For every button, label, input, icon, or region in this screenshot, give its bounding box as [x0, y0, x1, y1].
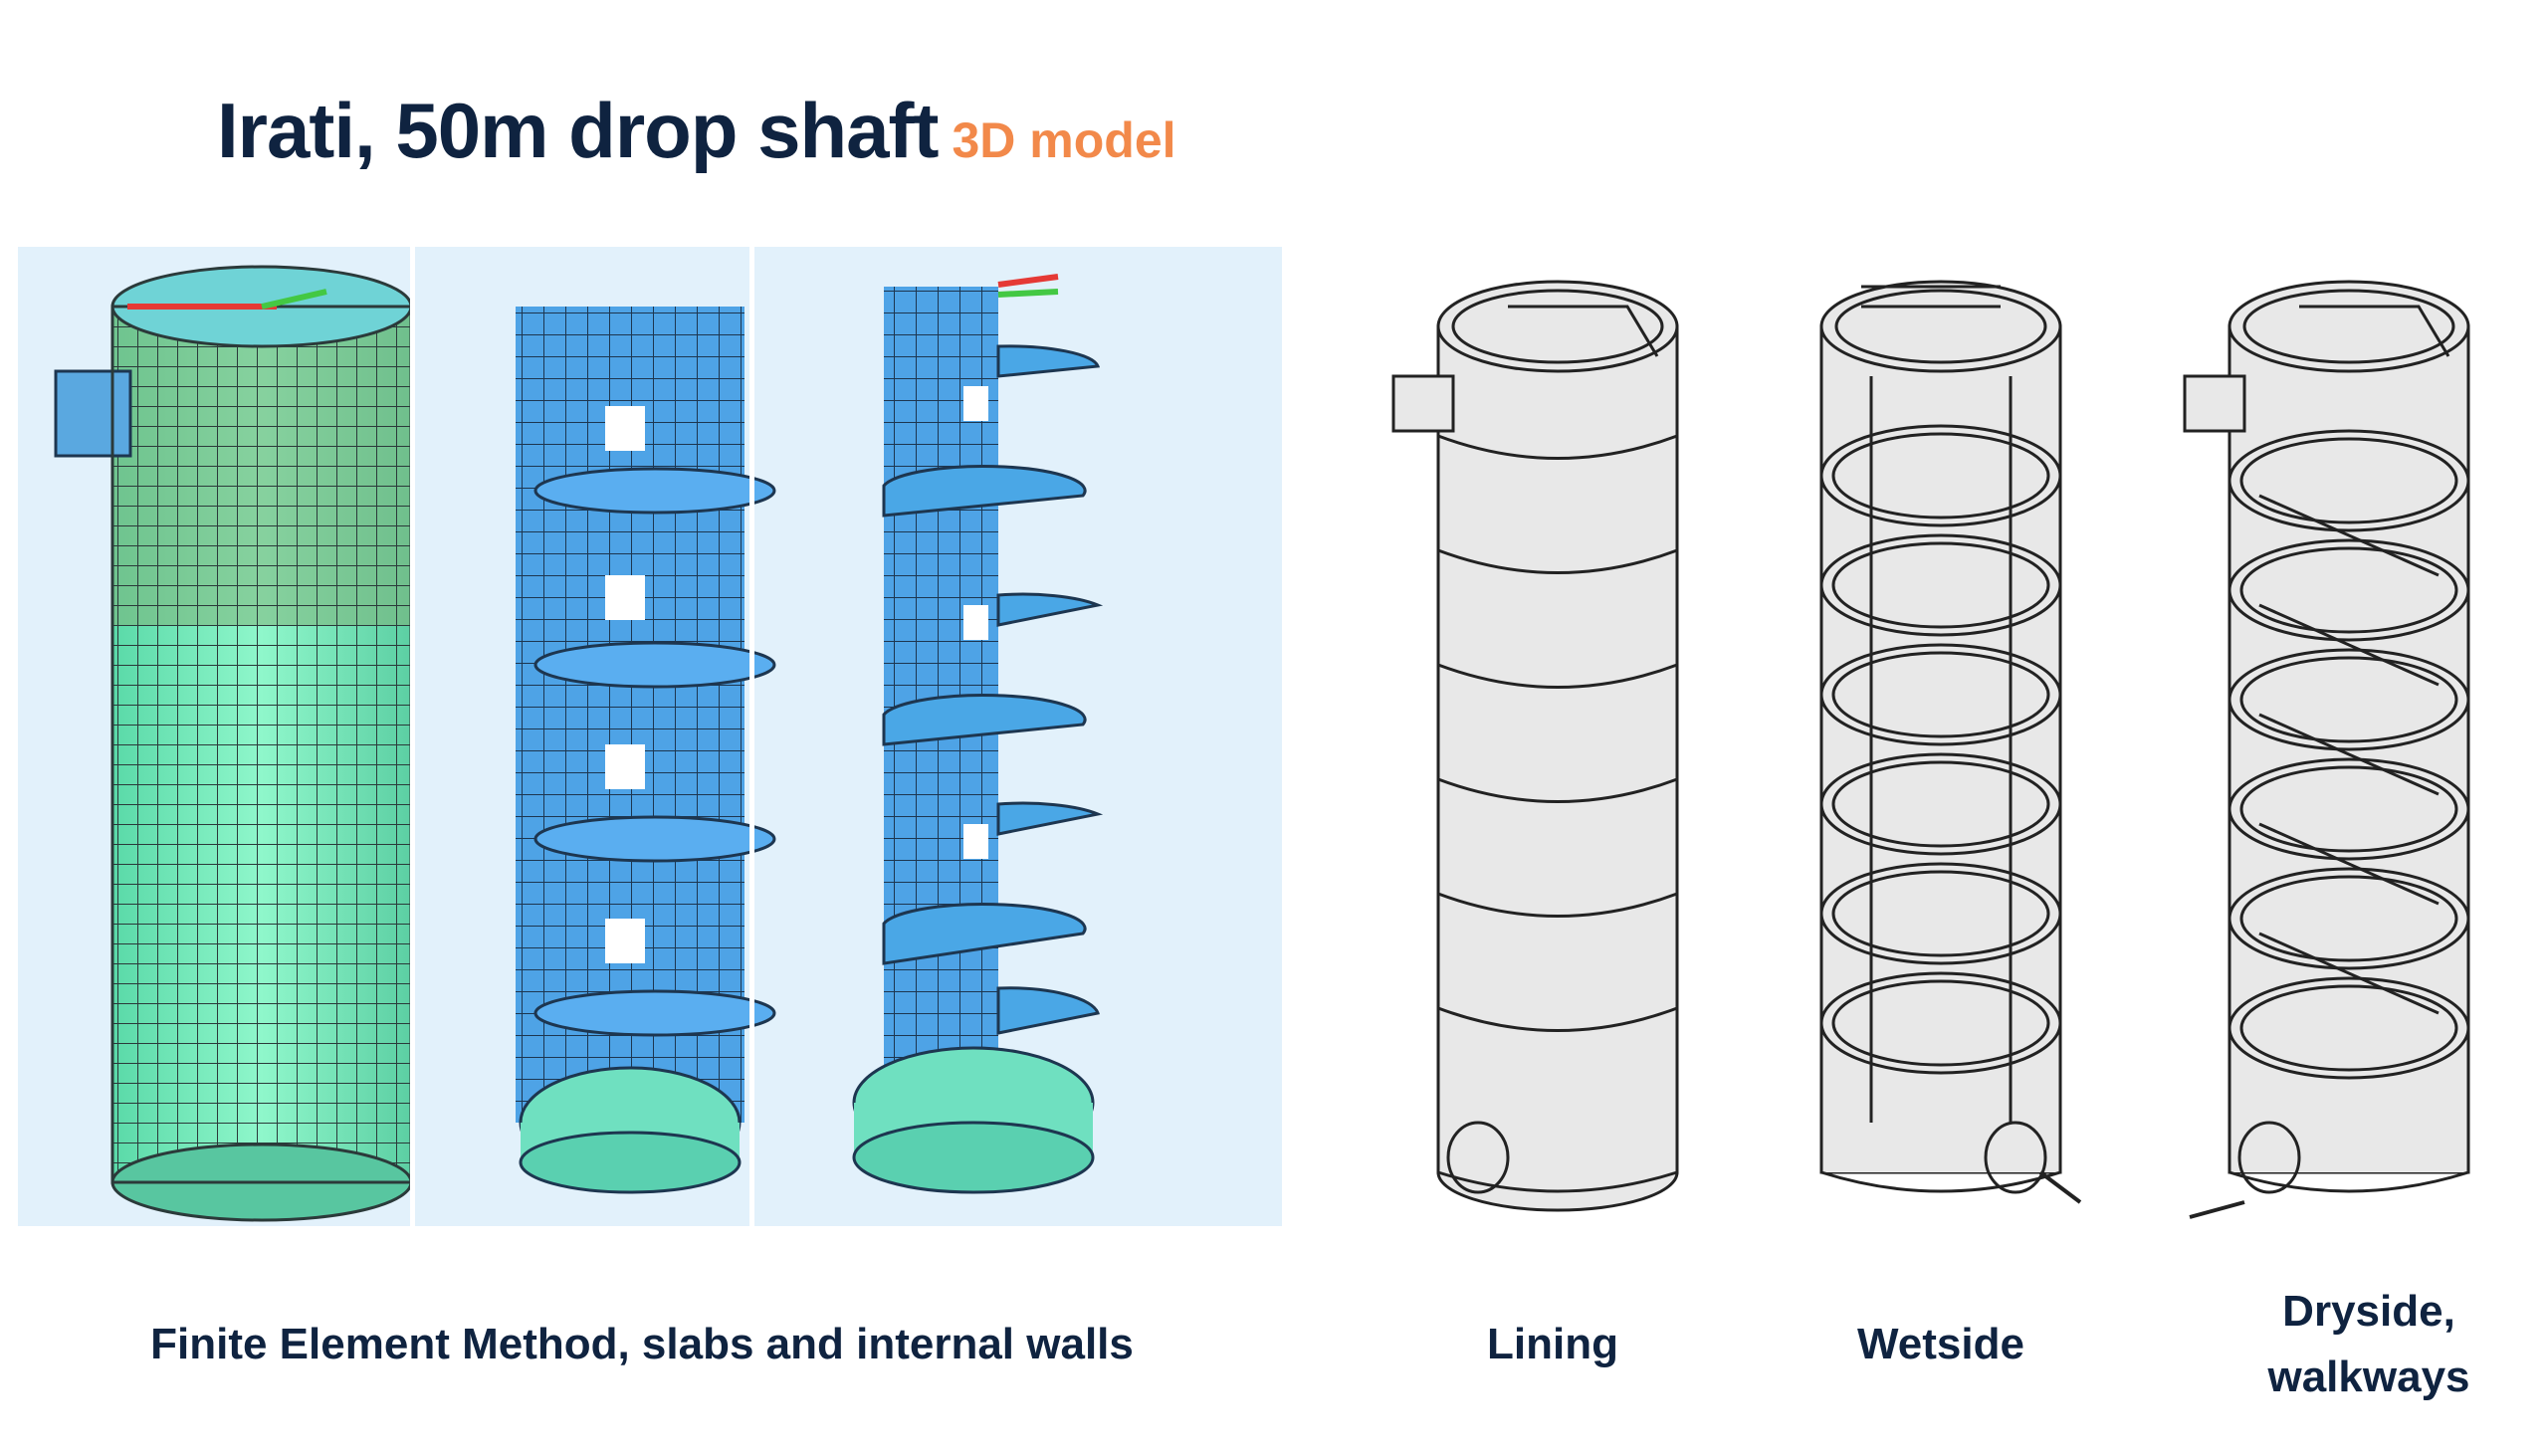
fem-image-panel: [18, 247, 1282, 1226]
fem-internal-walls-slabs-mesh-alt: [852, 274, 1104, 1194]
fem-caption: Finite Element Method, slabs and interna…: [150, 1320, 1134, 1368]
fem-shaft-lining-mesh: [54, 265, 413, 1222]
fem-mesh-figure: [54, 247, 1104, 1226]
panel-divider: [749, 247, 754, 1226]
panel-divider: [410, 247, 415, 1226]
lining-caption: Lining: [1487, 1320, 1618, 1368]
fem-internal-walls-slabs-mesh: [516, 307, 776, 1194]
dryside-caption-line2: walkways: [2267, 1352, 2470, 1401]
title-accent: 3D model: [952, 112, 1176, 168]
wetside-caption: Wetside: [1857, 1320, 2024, 1368]
dryside-drawing: [2170, 247, 2508, 1232]
dryside-caption-line1: Dryside,: [2282, 1287, 2455, 1336]
dryside-caption: Dryside, walkways: [2220, 1279, 2518, 1410]
title-main: Irati, 50m drop shaft: [217, 87, 939, 174]
wetside-drawing: [1802, 247, 2140, 1232]
lining-drawing: [1379, 247, 1717, 1232]
